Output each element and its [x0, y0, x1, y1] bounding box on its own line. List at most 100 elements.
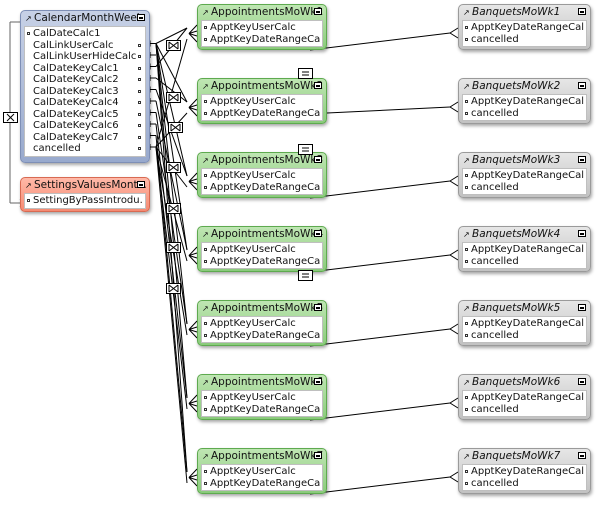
go-to-table-arrow-icon[interactable]: ↗ [202, 82, 209, 91]
table-header[interactable]: ↗AppointmentsMoWk3 [201, 153, 323, 168]
crowfoot-icon[interactable] [188, 33, 198, 37]
field-item[interactable]: CalDateKeyCalc2 [27, 74, 143, 86]
crowfoot-icon[interactable] [449, 328, 459, 335]
field-item[interactable]: CalDateKeyCalc1 [27, 63, 143, 75]
table-header[interactable]: ↗BanquetsMoWk2 [462, 79, 587, 94]
relationship-line-appointment[interactable] [155, 43, 188, 177]
go-to-table-arrow-icon[interactable]: ↗ [202, 378, 209, 387]
crowfoot-icon[interactable] [449, 397, 459, 404]
relationship-operator-equals[interactable] [298, 270, 313, 281]
field-item[interactable]: ApptKeyDateRangeCalc [204, 330, 320, 342]
crowfoot-icon[interactable] [188, 326, 198, 330]
field-item[interactable]: CalDateCalc1 [27, 28, 143, 40]
crowfoot-icon[interactable] [188, 255, 198, 265]
go-to-table-arrow-icon[interactable]: ↗ [202, 8, 209, 17]
table-header[interactable]: ↗BanquetsMoWk4 [462, 227, 587, 242]
relationship-line-banquet[interactable] [309, 402, 451, 421]
table-header[interactable]: ↗BanquetsMoWk7 [462, 449, 587, 464]
field-item[interactable]: ApptKeyDateRangeCalc [465, 96, 584, 108]
collapse-icon[interactable] [578, 8, 586, 15]
field-item[interactable]: CalDateKeyCalc5 [27, 109, 143, 121]
field-item[interactable]: ApptKeyDateRangeCalc [465, 244, 584, 256]
field-item[interactable]: cancelled [465, 478, 584, 490]
go-to-table-arrow-icon[interactable]: ↗ [25, 14, 32, 23]
field-item[interactable]: ApptKeyDateRangeCalc [204, 108, 320, 120]
field-item[interactable]: cancelled [27, 143, 143, 155]
field-item[interactable]: ApptKeyDateRangeCalc [465, 170, 584, 182]
crowfoot-icon[interactable] [188, 394, 198, 404]
crowfoot-icon[interactable] [188, 181, 198, 191]
crowfoot-icon[interactable] [188, 400, 198, 404]
collapse-icon[interactable] [314, 378, 322, 385]
crowfoot-icon[interactable] [188, 403, 198, 413]
relationship-operator-multi[interactable] [166, 203, 181, 214]
field-item[interactable]: cancelled [465, 256, 584, 268]
go-to-table-arrow-icon[interactable]: ↗ [463, 82, 470, 91]
go-to-table-arrow-icon[interactable]: ↗ [202, 156, 209, 165]
relationship-line-appointment[interactable] [155, 43, 188, 399]
crowfoot-icon[interactable] [188, 255, 198, 259]
table-header[interactable]: ↗AppointmentsMoWk1 [201, 5, 323, 20]
crowfoot-icon[interactable] [188, 104, 198, 108]
table-header[interactable]: ↗AppointmentsMoWk5 [201, 301, 323, 316]
field-item[interactable]: ApptKeyDateRangeCalc [465, 22, 584, 34]
crowfoot-icon[interactable] [449, 27, 459, 34]
field-item[interactable]: ApptKeyUserCalc [204, 318, 320, 330]
field-item[interactable]: CalLinkUserCalc [27, 40, 143, 52]
relationship-line-appointment[interactable] [155, 43, 188, 251]
crowfoot-icon[interactable] [188, 403, 198, 407]
relationship-line-appointment[interactable] [155, 135, 188, 473]
table-header[interactable]: ↗ CalendarMonthWeek [24, 11, 146, 26]
relationship-line-appointment[interactable] [155, 43, 188, 325]
field-item[interactable]: ApptKeyUserCalc [204, 466, 320, 478]
table-header[interactable]: ↗BanquetsMoWk1 [462, 5, 587, 20]
go-to-table-arrow-icon[interactable]: ↗ [202, 452, 209, 461]
field-item[interactable]: ApptKeyDateRangeCalc [204, 404, 320, 416]
collapse-icon[interactable] [314, 156, 322, 163]
crowfoot-icon[interactable] [188, 107, 198, 111]
crowfoot-icon[interactable] [449, 249, 459, 256]
crowfoot-icon[interactable] [188, 474, 198, 478]
crowfoot-icon[interactable] [188, 246, 198, 256]
field-item[interactable]: ApptKeyUserCalc [204, 22, 320, 34]
field-item[interactable]: ApptKeyDateRangeCalc [204, 182, 320, 194]
table-header[interactable]: ↗ SettingsValuesMont... [24, 178, 146, 193]
crowfoot-icon[interactable] [188, 24, 198, 34]
relationship-line-appointment[interactable] [155, 43, 188, 103]
field-item[interactable]: CalDateKeyCalc4 [27, 97, 143, 109]
field-item[interactable]: ApptKeyDateRangeCalc [204, 256, 320, 268]
crowfoot-icon[interactable] [188, 477, 198, 487]
relationship-line-banquet[interactable] [309, 328, 451, 347]
field-item[interactable]: cancelled [465, 108, 584, 120]
go-to-table-arrow-icon[interactable]: ↗ [463, 230, 470, 239]
field-item[interactable]: ApptKeyUserCalc [204, 96, 320, 108]
relationship-operator-cartesian[interactable] [3, 112, 18, 123]
field-item[interactable]: ApptKeyUserCalc [204, 392, 320, 404]
collapse-icon[interactable] [314, 452, 322, 459]
crowfoot-icon[interactable] [188, 172, 198, 182]
field-item[interactable]: ApptKeyDateRangeCalc [465, 318, 584, 330]
relationship-operator-multi[interactable] [168, 122, 183, 133]
crowfoot-icon[interactable] [188, 329, 198, 339]
field-item[interactable]: CalDateKeyCalc3 [27, 86, 143, 98]
relationship-line-banquet[interactable] [309, 32, 451, 51]
crowfoot-icon[interactable] [188, 468, 198, 478]
collapse-icon[interactable] [137, 181, 145, 188]
field-item[interactable]: SettingByPassIntrodu... [27, 195, 143, 207]
relationship-line-appointment[interactable] [155, 146, 188, 484]
table-calendar-month-week[interactable]: ↗ CalendarMonthWeek CalDateCalc1 CalLink… [20, 10, 150, 163]
collapse-icon[interactable] [314, 82, 322, 89]
crowfoot-icon[interactable] [188, 30, 198, 34]
relationship-line-banquet[interactable] [309, 476, 451, 495]
go-to-table-arrow-icon[interactable]: ↗ [463, 156, 470, 165]
